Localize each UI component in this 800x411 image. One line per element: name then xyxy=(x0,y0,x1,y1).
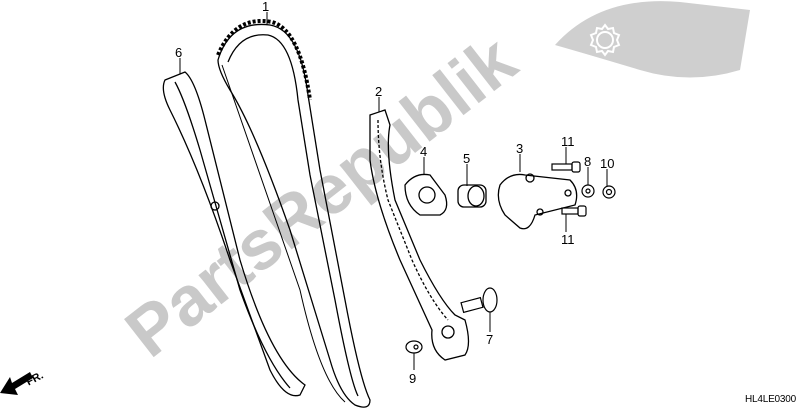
callout-11-lower: 11 xyxy=(561,232,575,247)
callout-7: 7 xyxy=(486,332,494,347)
callout-8: 8 xyxy=(584,154,592,169)
cam-chain-guide xyxy=(162,71,306,397)
collar xyxy=(457,184,487,208)
bolt-upper-11 xyxy=(551,161,581,173)
cam-chain xyxy=(216,19,371,408)
callout-11-upper: 11 xyxy=(561,134,575,149)
watermark-shield xyxy=(555,1,750,78)
callout-2: 2 xyxy=(375,84,383,99)
callout-3: 3 xyxy=(516,141,524,156)
bolt-lower-11 xyxy=(561,205,587,217)
callout-5: 5 xyxy=(463,151,471,166)
washer-8 xyxy=(581,184,595,198)
pivot-bolt-7 xyxy=(460,287,498,314)
tensioner-slipper xyxy=(369,109,470,361)
callout-6: 6 xyxy=(175,45,183,60)
callout-9: 9 xyxy=(409,371,417,386)
sealing-bolt-10 xyxy=(602,185,616,199)
tensioner-lifter xyxy=(497,173,578,230)
leader-lines xyxy=(179,12,608,370)
diagram-code: HL4LE0300 xyxy=(744,394,796,405)
callout-4: 4 xyxy=(420,144,428,159)
front-direction-arrow-icon xyxy=(0,372,33,395)
callout-10: 10 xyxy=(600,156,615,171)
gear-icon xyxy=(589,23,621,57)
callout-1: 1 xyxy=(262,0,270,14)
washer-9 xyxy=(405,340,423,354)
gasket xyxy=(404,173,448,216)
watermark: PartsRepublik xyxy=(111,1,750,372)
svg-text:PartsRepublik: PartsRepublik xyxy=(111,21,530,372)
